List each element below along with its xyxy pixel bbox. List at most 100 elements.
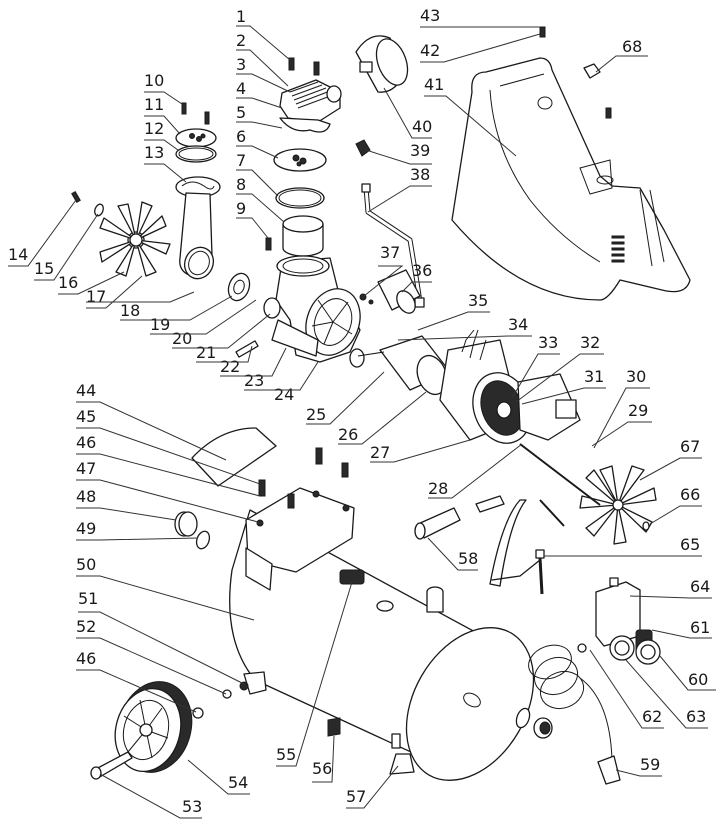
svg-text:15: 15: [34, 259, 54, 278]
svg-text:62: 62: [642, 707, 662, 726]
callout-62: 62: [589, 649, 664, 729]
svg-text:10: 10: [144, 71, 164, 90]
svg-text:18: 18: [120, 301, 140, 320]
svg-text:30: 30: [626, 367, 646, 386]
callout-5: 5: [236, 103, 283, 129]
screw-42: [539, 26, 546, 38]
callout-59: 59: [615, 755, 662, 777]
elbow-fitting: [355, 139, 371, 157]
callout-7: 7: [236, 151, 279, 197]
callout-37: 37: [363, 243, 404, 297]
gasket-ring: [275, 187, 325, 209]
callout-11: 11: [144, 95, 181, 135]
svg-text:25: 25: [306, 405, 326, 424]
svg-text:59: 59: [640, 755, 660, 774]
svg-text:42: 42: [420, 41, 440, 60]
callout-10: 10: [144, 71, 183, 105]
svg-text:7: 7: [236, 151, 246, 170]
svg-text:27: 27: [370, 443, 390, 462]
svg-text:14: 14: [8, 245, 28, 264]
bolt-22: [235, 340, 259, 358]
svg-text:61: 61: [690, 618, 710, 637]
callout-24: 24: [244, 361, 319, 404]
bolt-1b: [313, 61, 320, 76]
callout-56: 56: [312, 735, 335, 783]
svg-text:49: 49: [76, 519, 96, 538]
svg-text:46: 46: [76, 433, 96, 452]
svg-text:24: 24: [274, 385, 294, 404]
clip-68: [583, 63, 601, 79]
callout-58: 58: [427, 537, 478, 571]
svg-text:67: 67: [680, 437, 700, 456]
callout-44: 44: [76, 381, 227, 461]
svg-text:33: 33: [538, 333, 558, 352]
callout-31: 31: [521, 367, 606, 405]
callout-19: 19: [120, 295, 233, 334]
svg-text:38: 38: [410, 165, 430, 184]
svg-text:57: 57: [346, 787, 366, 806]
svg-text:63: 63: [686, 707, 706, 726]
air-tank: [229, 447, 535, 781]
callout-51: 51: [78, 589, 245, 685]
callout-20: 20: [150, 299, 257, 348]
svg-text:54: 54: [228, 773, 248, 792]
svg-text:51: 51: [78, 589, 98, 608]
callout-16: 16: [58, 271, 125, 295]
callout-60: 60: [659, 655, 716, 691]
parts-drawing: [71, 26, 691, 785]
svg-text:12: 12: [144, 119, 164, 138]
svg-text:19: 19: [150, 315, 170, 334]
callout-8: 8: [236, 175, 285, 223]
svg-text:39: 39: [410, 141, 430, 160]
callout-18: 18: [86, 291, 195, 320]
svg-text:13: 13: [144, 143, 164, 162]
callout-27: 27: [370, 439, 471, 463]
callout-14: 14: [8, 199, 77, 267]
callout-36: 36: [401, 261, 432, 293]
svg-text:44: 44: [76, 381, 96, 400]
callout-40: 40: [383, 87, 432, 139]
svg-text:1: 1: [236, 7, 246, 26]
callout-4: 4: [236, 79, 283, 109]
svg-text:17: 17: [86, 287, 106, 306]
shroud-cover: [451, 57, 691, 301]
svg-text:41: 41: [424, 75, 444, 94]
air-filter: [355, 35, 409, 93]
callout-39: 39: [365, 141, 432, 165]
callout-43: 43: [420, 6, 540, 28]
callout-66: 66: [649, 485, 702, 525]
callout-57: 57: [346, 765, 399, 809]
callout-55: 55: [276, 581, 353, 767]
svg-text:32: 32: [580, 333, 600, 352]
callout-29: 29: [591, 401, 652, 447]
callout-68: 68: [595, 37, 648, 73]
callout-32: 32: [515, 333, 604, 403]
callout-13: 13: [144, 143, 187, 183]
callout-23: 23: [220, 347, 287, 390]
svg-text:34: 34: [508, 315, 528, 334]
piston: [175, 128, 217, 148]
callout-67: 67: [639, 437, 702, 481]
svg-text:64: 64: [690, 577, 710, 596]
svg-text:5: 5: [236, 103, 246, 122]
svg-text:43: 43: [420, 6, 440, 25]
svg-text:53: 53: [182, 797, 202, 816]
callout-52: 52: [76, 617, 227, 695]
svg-text:45: 45: [76, 407, 96, 426]
callout-30: 30: [593, 367, 650, 449]
callouts: 1 2 3 4 5 6 7 8 9 10 11 12 13 14 15 16 1…: [8, 6, 716, 819]
svg-text:2: 2: [236, 31, 246, 50]
callout-47: 47: [76, 459, 259, 523]
cooling-fan-left: [99, 201, 171, 277]
svg-text:28: 28: [428, 479, 448, 498]
callout-12: 12: [144, 119, 179, 151]
svg-text:16: 16: [58, 273, 78, 292]
svg-text:68: 68: [622, 37, 642, 56]
callout-63: 63: [625, 659, 708, 729]
svg-text:65: 65: [680, 535, 700, 554]
callout-53: 53: [99, 773, 202, 819]
svg-text:20: 20: [172, 329, 192, 348]
callout-6: 6: [236, 127, 279, 159]
svg-text:31: 31: [584, 367, 604, 386]
